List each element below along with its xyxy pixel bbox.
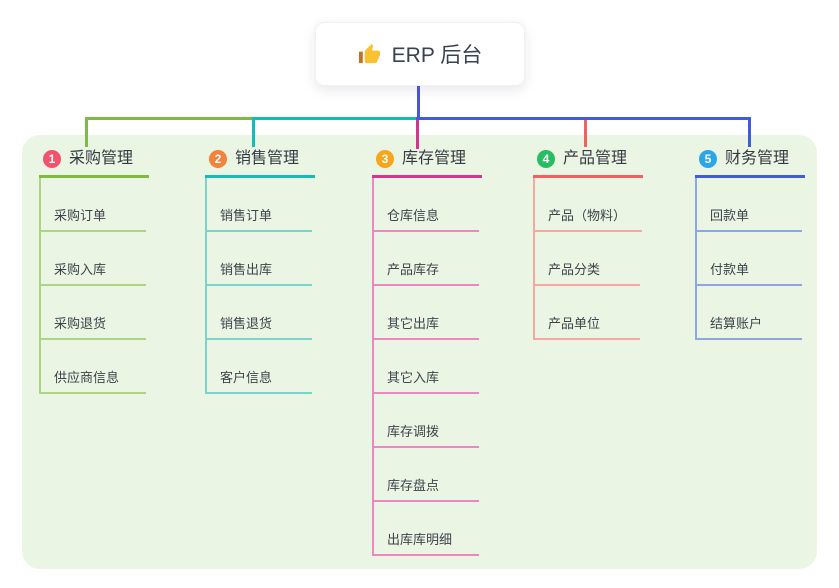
child-node[interactable]: 产品单位 bbox=[535, 286, 640, 340]
branch-number-badge: 3 bbox=[376, 150, 394, 168]
branch-number-badge: 1 bbox=[43, 150, 61, 168]
branch-product: 4 产品管理 产品（物料）产品分类产品单位 bbox=[533, 149, 644, 340]
branch-title-label: 采购管理 bbox=[69, 150, 134, 167]
child-node[interactable]: 结算账户 bbox=[697, 286, 802, 340]
child-node[interactable]: 销售订单 bbox=[207, 178, 312, 232]
child-node[interactable]: 采购入库 bbox=[41, 232, 146, 286]
child-node[interactable]: 采购退货 bbox=[41, 286, 146, 340]
branch-title-product[interactable]: 4 产品管理 bbox=[533, 149, 644, 178]
branch-title-label: 财务管理 bbox=[725, 150, 790, 167]
branch-children-finance: 回款单付款单结算账户 bbox=[695, 178, 802, 340]
bus-line-middle bbox=[252, 117, 418, 120]
branch-children-inventory: 仓库信息产品库存其它出库其它入库库存调拨库存盘点出库库明细 bbox=[372, 178, 479, 556]
branch-number-badge: 2 bbox=[209, 150, 227, 168]
branch-3-drop-line bbox=[416, 117, 419, 149]
branch-children-sales: 销售订单销售出库销售退货客户信息 bbox=[205, 178, 312, 394]
branch-2-drop-line bbox=[252, 117, 255, 147]
child-node[interactable]: 仓库信息 bbox=[374, 178, 479, 232]
child-node[interactable]: 销售出库 bbox=[207, 232, 312, 286]
branch-number-badge: 5 bbox=[699, 150, 717, 168]
branch-title-finance[interactable]: 5 财务管理 bbox=[695, 149, 806, 178]
child-node[interactable]: 出库库明细 bbox=[374, 502, 479, 556]
root-node[interactable]: ERP 后台 bbox=[315, 22, 525, 86]
branch-title-purchase[interactable]: 1 采购管理 bbox=[39, 149, 150, 178]
branch-title-label: 库存管理 bbox=[402, 150, 467, 167]
branch-number-badge: 4 bbox=[537, 150, 555, 168]
branch-sales: 2 销售管理 销售订单销售出库销售退货客户信息 bbox=[205, 149, 316, 394]
child-node[interactable]: 回款单 bbox=[697, 178, 802, 232]
branch-4-drop-line bbox=[584, 117, 587, 147]
child-node[interactable]: 其它出库 bbox=[374, 286, 479, 340]
branch-children-purchase: 采购订单采购入库采购退货供应商信息 bbox=[39, 178, 146, 394]
root-connector-line bbox=[417, 84, 420, 118]
bus-line-right bbox=[416, 117, 751, 120]
child-node[interactable]: 产品分类 bbox=[535, 232, 640, 286]
branch-title-label: 销售管理 bbox=[235, 150, 300, 167]
child-node[interactable]: 销售退货 bbox=[207, 286, 312, 340]
branch-title-label: 产品管理 bbox=[563, 150, 628, 167]
child-node[interactable]: 产品（物料） bbox=[535, 178, 643, 232]
child-node[interactable]: 其它入库 bbox=[374, 340, 479, 394]
child-node[interactable]: 产品库存 bbox=[374, 232, 479, 286]
branch-children-product: 产品（物料）产品分类产品单位 bbox=[533, 178, 643, 340]
branch-5-drop-line bbox=[748, 117, 751, 147]
child-node[interactable]: 客户信息 bbox=[207, 340, 312, 394]
child-node[interactable]: 采购订单 bbox=[41, 178, 146, 232]
root-node-label: ERP 后台 bbox=[391, 44, 483, 67]
thumbs-up-icon bbox=[358, 43, 381, 66]
branch-title-inventory[interactable]: 3 库存管理 bbox=[372, 149, 483, 178]
child-node[interactable]: 供应商信息 bbox=[41, 340, 146, 394]
branch-purchase: 1 采购管理 采购订单采购入库采购退货供应商信息 bbox=[39, 149, 150, 394]
branch-inventory: 3 库存管理 仓库信息产品库存其它出库其它入库库存调拨库存盘点出库库明细 bbox=[372, 149, 483, 556]
child-node[interactable]: 付款单 bbox=[697, 232, 802, 286]
child-node[interactable]: 库存调拨 bbox=[374, 394, 479, 448]
branches-panel bbox=[22, 135, 817, 569]
child-node[interactable]: 库存盘点 bbox=[374, 448, 479, 502]
bus-line-left bbox=[85, 117, 254, 120]
branch-title-sales[interactable]: 2 销售管理 bbox=[205, 149, 316, 178]
branch-1-drop-line bbox=[85, 117, 88, 147]
branch-finance: 5 财务管理 回款单付款单结算账户 bbox=[695, 149, 806, 340]
